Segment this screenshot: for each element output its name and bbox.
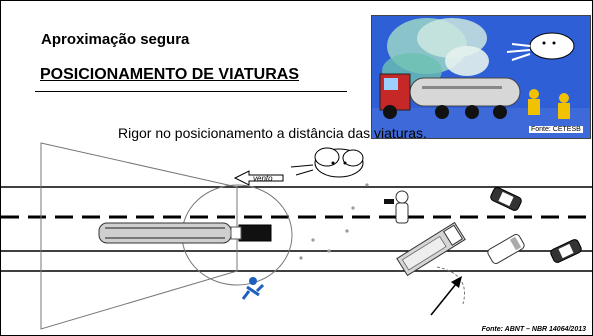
police-car-icon — [490, 187, 522, 211]
pointer-arrow-head-icon — [451, 276, 462, 288]
victim-person-icon — [241, 277, 265, 300]
debris-dot — [365, 183, 369, 187]
police-car-icon — [550, 239, 582, 263]
wind-direction-arrow-icon: vento — [233, 170, 284, 186]
tanker-leak-illustration — [371, 15, 591, 139]
title-underline — [35, 91, 347, 92]
caption: Rigor no posicionamento a distância das … — [118, 125, 427, 141]
responder-icon — [528, 89, 570, 119]
responder-with-binoculars-icon — [384, 190, 409, 224]
approach-route — [436, 266, 465, 305]
photo-ground — [372, 108, 590, 138]
debris-dot — [327, 249, 331, 253]
debris-dot — [345, 229, 349, 233]
slide-subtitle: Aproximação segura — [41, 31, 190, 48]
wind-label: vento — [253, 174, 273, 183]
slide-title: POSICIONAMENTO DE VIATURAS — [40, 66, 299, 83]
debris-dot — [299, 256, 303, 260]
debris-dot — [311, 238, 315, 242]
ambulance-icon — [487, 234, 525, 264]
wind-cloud-icon — [290, 147, 364, 178]
debris-dot — [351, 206, 355, 210]
diagram-credit: Fonte: ABNT – NBR 14064/2013 — [481, 326, 586, 333]
tanker-truck-icon — [379, 73, 521, 119]
fire-truck-icon — [396, 221, 466, 277]
gas-cloud — [445, 46, 489, 76]
tanker-truck-icon — [98, 222, 272, 244]
road-diagram: vento — [1, 142, 592, 330]
wind-cloud-icon — [506, 32, 575, 61]
photo-credit: Fonte: CETESB — [529, 126, 583, 133]
